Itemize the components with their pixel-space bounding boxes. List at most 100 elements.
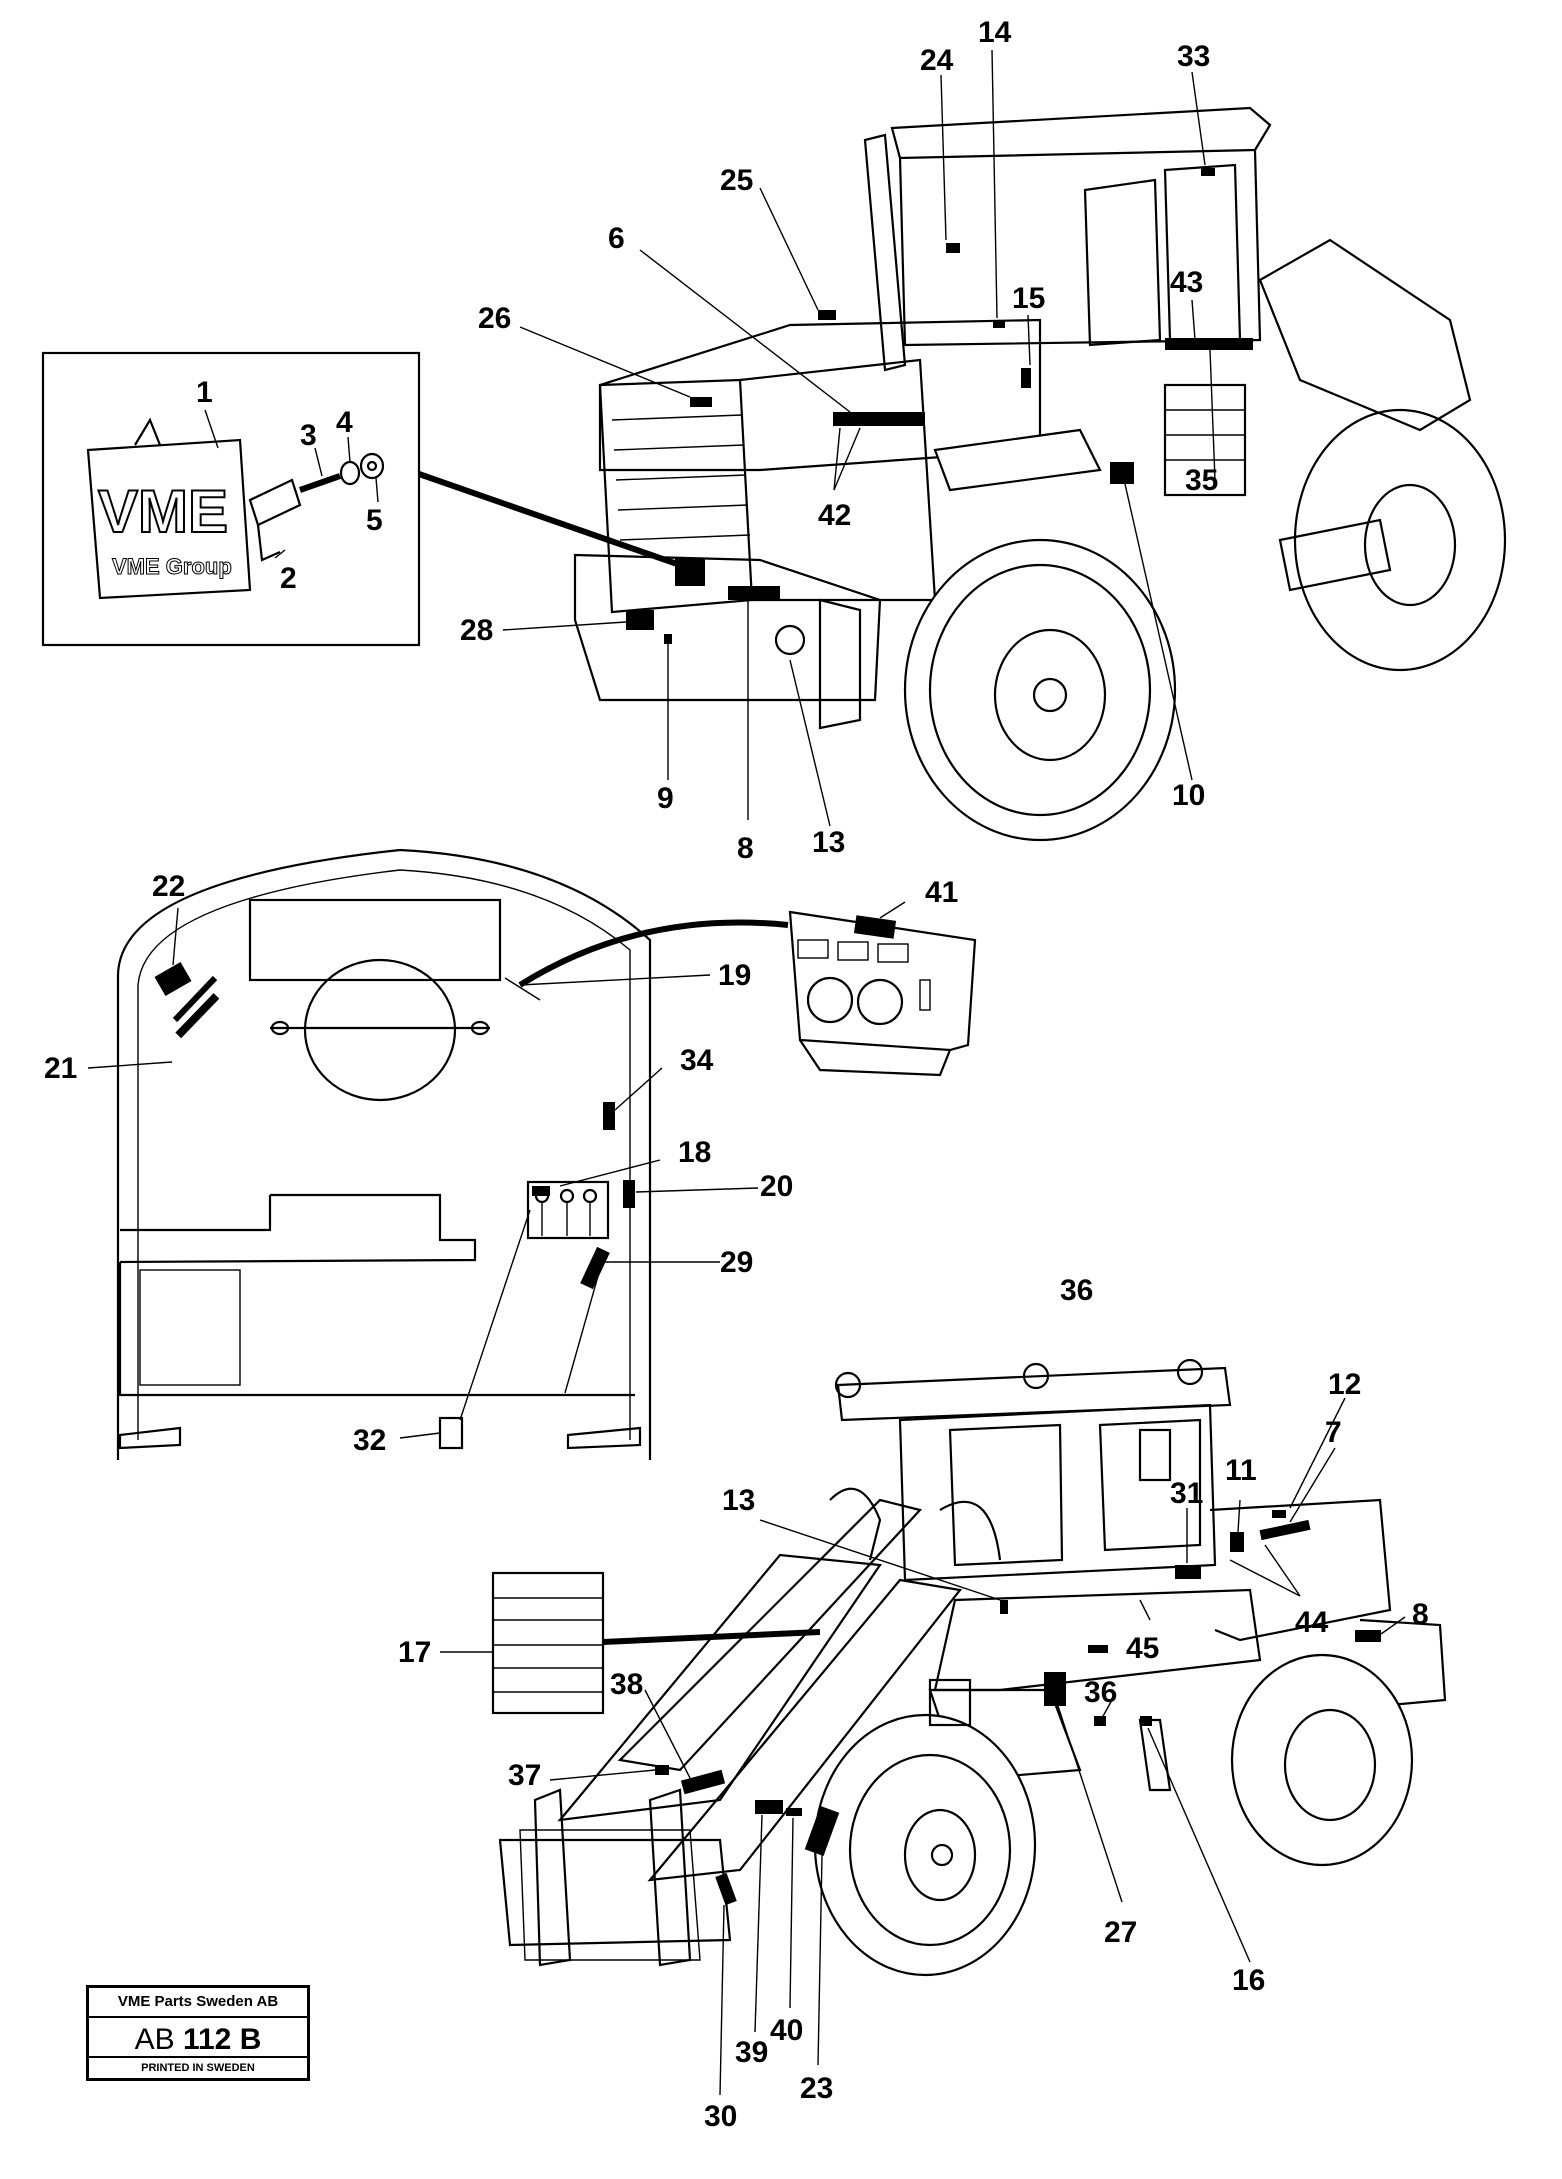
- decal-12: [1272, 1510, 1286, 1518]
- callout-2: 2: [280, 562, 297, 595]
- decal-30: [715, 1872, 737, 1906]
- callout-42: 42: [818, 499, 851, 532]
- callout-45: 45: [1126, 1632, 1159, 1665]
- callout-27: 27: [1104, 1916, 1137, 1949]
- decal-25: [818, 310, 836, 320]
- platform: [933, 428, 1102, 492]
- title-block-code-number: 112: [182, 2023, 232, 2056]
- decal-13-bottom: [1000, 1600, 1008, 1614]
- callout-15: 15: [1012, 282, 1045, 315]
- decal-10: [1110, 462, 1134, 484]
- callout-1: 1: [196, 376, 213, 409]
- callout-16: 16: [1232, 1964, 1265, 1997]
- decal-17-sign: [491, 1571, 605, 1715]
- logo-subtitle: VME Group: [112, 554, 232, 579]
- callout-41: 41: [925, 876, 958, 909]
- callout-36-machine: 36: [1084, 1676, 1117, 1709]
- inset-pointer: [418, 471, 681, 568]
- decal-18: [532, 1186, 550, 1196]
- title-block-code: AB 112 B: [89, 2018, 307, 2062]
- rear-tyre: [903, 538, 1177, 842]
- fork-carriage: [498, 1838, 732, 1947]
- decal-34: [603, 1102, 615, 1130]
- callout-11: 11: [1225, 1454, 1257, 1487]
- boom-arm: [1258, 238, 1472, 432]
- front-view-machine: 36 12 7 11 31 44 8 45 36 27 16 13 17 38 …: [398, 1274, 1447, 2133]
- callout-32: 32: [353, 1424, 386, 1457]
- decal-14: [993, 320, 1005, 328]
- title-block-code-prefix: AB: [134, 2023, 175, 2056]
- exhaust-pipe: [863, 133, 907, 372]
- decal-41: [853, 915, 897, 939]
- title-block-code-suffix: B: [239, 2023, 262, 2056]
- panel-pointer: [518, 919, 789, 988]
- decal-37: [655, 1765, 669, 1775]
- callout-30: 30: [704, 2100, 737, 2133]
- callout-40: 40: [770, 2014, 803, 2047]
- nut: [359, 452, 385, 480]
- counterweight: [573, 553, 882, 702]
- callout-13-top: 13: [812, 826, 845, 859]
- callout-36-title: 36: [1060, 1274, 1093, 1307]
- decal-28: [626, 610, 654, 630]
- cab-side-window: [1098, 1418, 1202, 1552]
- callout-31: 31: [1170, 1477, 1203, 1510]
- callout-9: 9: [657, 782, 674, 815]
- steering-wheel: [303, 958, 457, 1102]
- callout-19: 19: [718, 959, 751, 992]
- decal-43: [1165, 338, 1253, 350]
- callout-33: 33: [1177, 40, 1210, 73]
- decal-23: [804, 1805, 840, 1857]
- cab-windshield: [948, 1423, 1064, 1567]
- decal-22: [154, 961, 192, 997]
- decal-40: [786, 1808, 802, 1816]
- callout-17: 17: [398, 1636, 431, 1669]
- decal-logo-mount: [675, 558, 705, 586]
- decal-36-machine: [1094, 1716, 1106, 1726]
- decal-21: [175, 993, 220, 1039]
- callout-12: 12: [1328, 1368, 1361, 1401]
- decal-38: [680, 1769, 726, 1795]
- cab-door-window: [1083, 178, 1162, 347]
- radiator-grille: [1163, 383, 1247, 497]
- callout-7: 7: [1325, 1416, 1342, 1449]
- decal-7: [1259, 1519, 1311, 1541]
- decal-9: [664, 634, 672, 644]
- front-tyre: [813, 1713, 1037, 1977]
- cab-body: [898, 149, 1262, 347]
- decal-24: [946, 243, 960, 253]
- decal-39: [755, 1800, 783, 1814]
- callout-25: 25: [720, 164, 753, 197]
- decal-8-bottom: [1355, 1630, 1381, 1642]
- side-panel: [739, 358, 937, 602]
- callout-18: 18: [678, 1136, 711, 1169]
- callout-26: 26: [478, 302, 511, 335]
- decal-8-top: [728, 586, 780, 600]
- decal-16: [1140, 1716, 1152, 1726]
- callout-3: 3: [300, 419, 317, 452]
- callout-37: 37: [508, 1759, 541, 1792]
- callout-23: 23: [800, 2072, 833, 2105]
- decal-6: [833, 412, 925, 426]
- logo-text: VME: [98, 478, 228, 545]
- callout-14: 14: [978, 16, 1012, 49]
- hitch: [818, 598, 862, 730]
- callout-22: 22: [152, 870, 185, 903]
- title-block: VME Parts Sweden AB AB 112 B PRINTED IN …: [86, 1985, 310, 2081]
- cab-body-front: [898, 1403, 1217, 1582]
- title-block-company: VME Parts Sweden AB: [89, 1988, 307, 2018]
- rear-body: [1209, 1498, 1392, 1642]
- decal-15: [1021, 368, 1031, 388]
- dashboard-top: [248, 898, 502, 982]
- callout-43: 43: [1170, 266, 1203, 299]
- callout-35: 35: [1185, 464, 1218, 497]
- lift-arm-left: [557, 1553, 882, 1822]
- front-frame: [933, 1588, 1262, 1692]
- floor-panel: [119, 1193, 477, 1264]
- decal-11: [1230, 1532, 1244, 1552]
- rear-view-machine: 24 14 25 6 26 15 33 43 35 42 10 28 9 8 1…: [460, 16, 1507, 865]
- logo-plate: [86, 438, 252, 600]
- decal-20: [623, 1180, 635, 1208]
- front-tyre-rear-view: [1293, 408, 1507, 672]
